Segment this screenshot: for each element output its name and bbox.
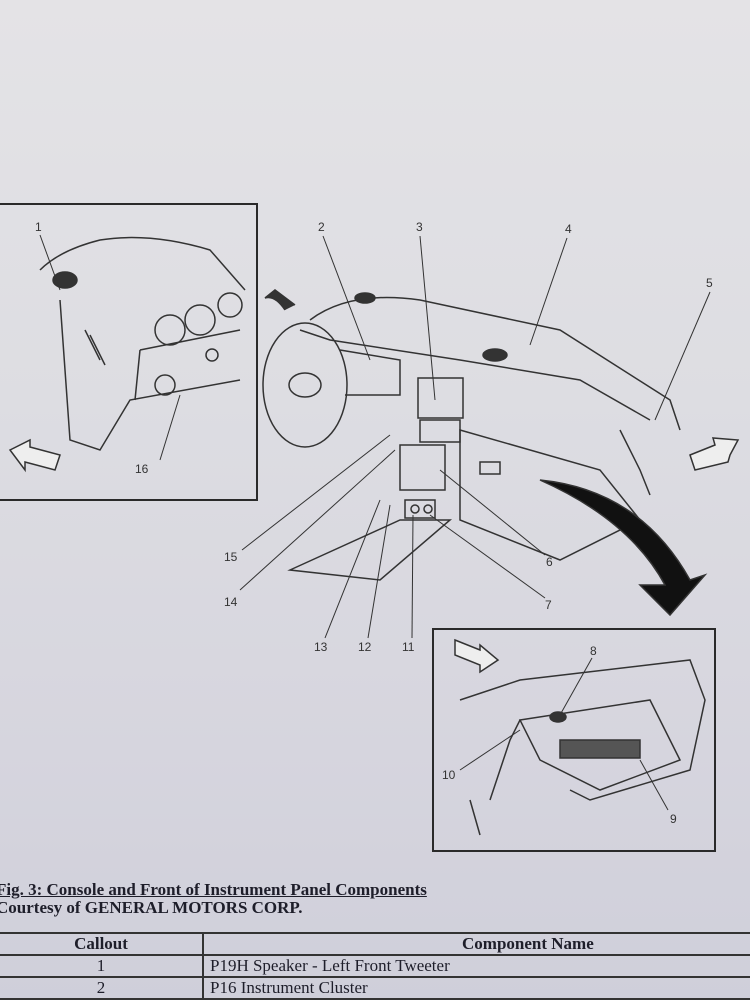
callout-table: Callout Component Name 1 P19H Speaker - …	[0, 932, 750, 1000]
callout-2: 2	[318, 220, 325, 234]
callout-11: 11	[402, 640, 415, 654]
left-inset-drawing	[8, 236, 246, 473]
cell-component-name: P16 Instrument Cluster	[202, 976, 750, 1000]
callout-5: 5	[706, 276, 713, 290]
figure-caption-credit: Courtesy of GENERAL MOTORS CORP.	[0, 898, 303, 917]
callout-15: 15	[224, 550, 238, 564]
right-inset-drawing	[454, 638, 706, 836]
callout-16: 16	[135, 462, 149, 476]
table-row: 2 P16 Instrument Cluster	[0, 976, 750, 1000]
callout-4: 4	[565, 222, 572, 236]
inset-right-glovebox	[432, 628, 716, 852]
table-header-row: Callout Component Name	[0, 932, 750, 956]
callout-leader-lines	[39, 234, 711, 811]
header-callout: Callout	[0, 932, 204, 956]
callout-9: 9	[670, 812, 677, 826]
callout-10: 10	[442, 768, 456, 782]
callout-3: 3	[416, 220, 423, 234]
callout-7: 7	[545, 598, 552, 612]
cell-callout: 1	[0, 954, 204, 978]
callout-6: 6	[546, 555, 553, 569]
main-dashboard-drawing	[262, 289, 740, 617]
inset-left-driver-side	[0, 203, 258, 501]
figure-caption-title: Fig. 3: Console and Front of Instrument …	[0, 880, 427, 899]
cell-callout: 2	[0, 976, 204, 1000]
callout-1: 1	[35, 220, 42, 234]
table-row: 1 P19H Speaker - Left Front Tweeter	[0, 954, 750, 978]
callout-14: 14	[224, 595, 238, 609]
header-component-name: Component Name	[202, 932, 750, 956]
callout-13: 13	[314, 640, 328, 654]
callout-8: 8	[590, 644, 597, 658]
cell-component-name: P19H Speaker - Left Front Tweeter	[202, 954, 750, 978]
callout-12: 12	[358, 640, 372, 654]
